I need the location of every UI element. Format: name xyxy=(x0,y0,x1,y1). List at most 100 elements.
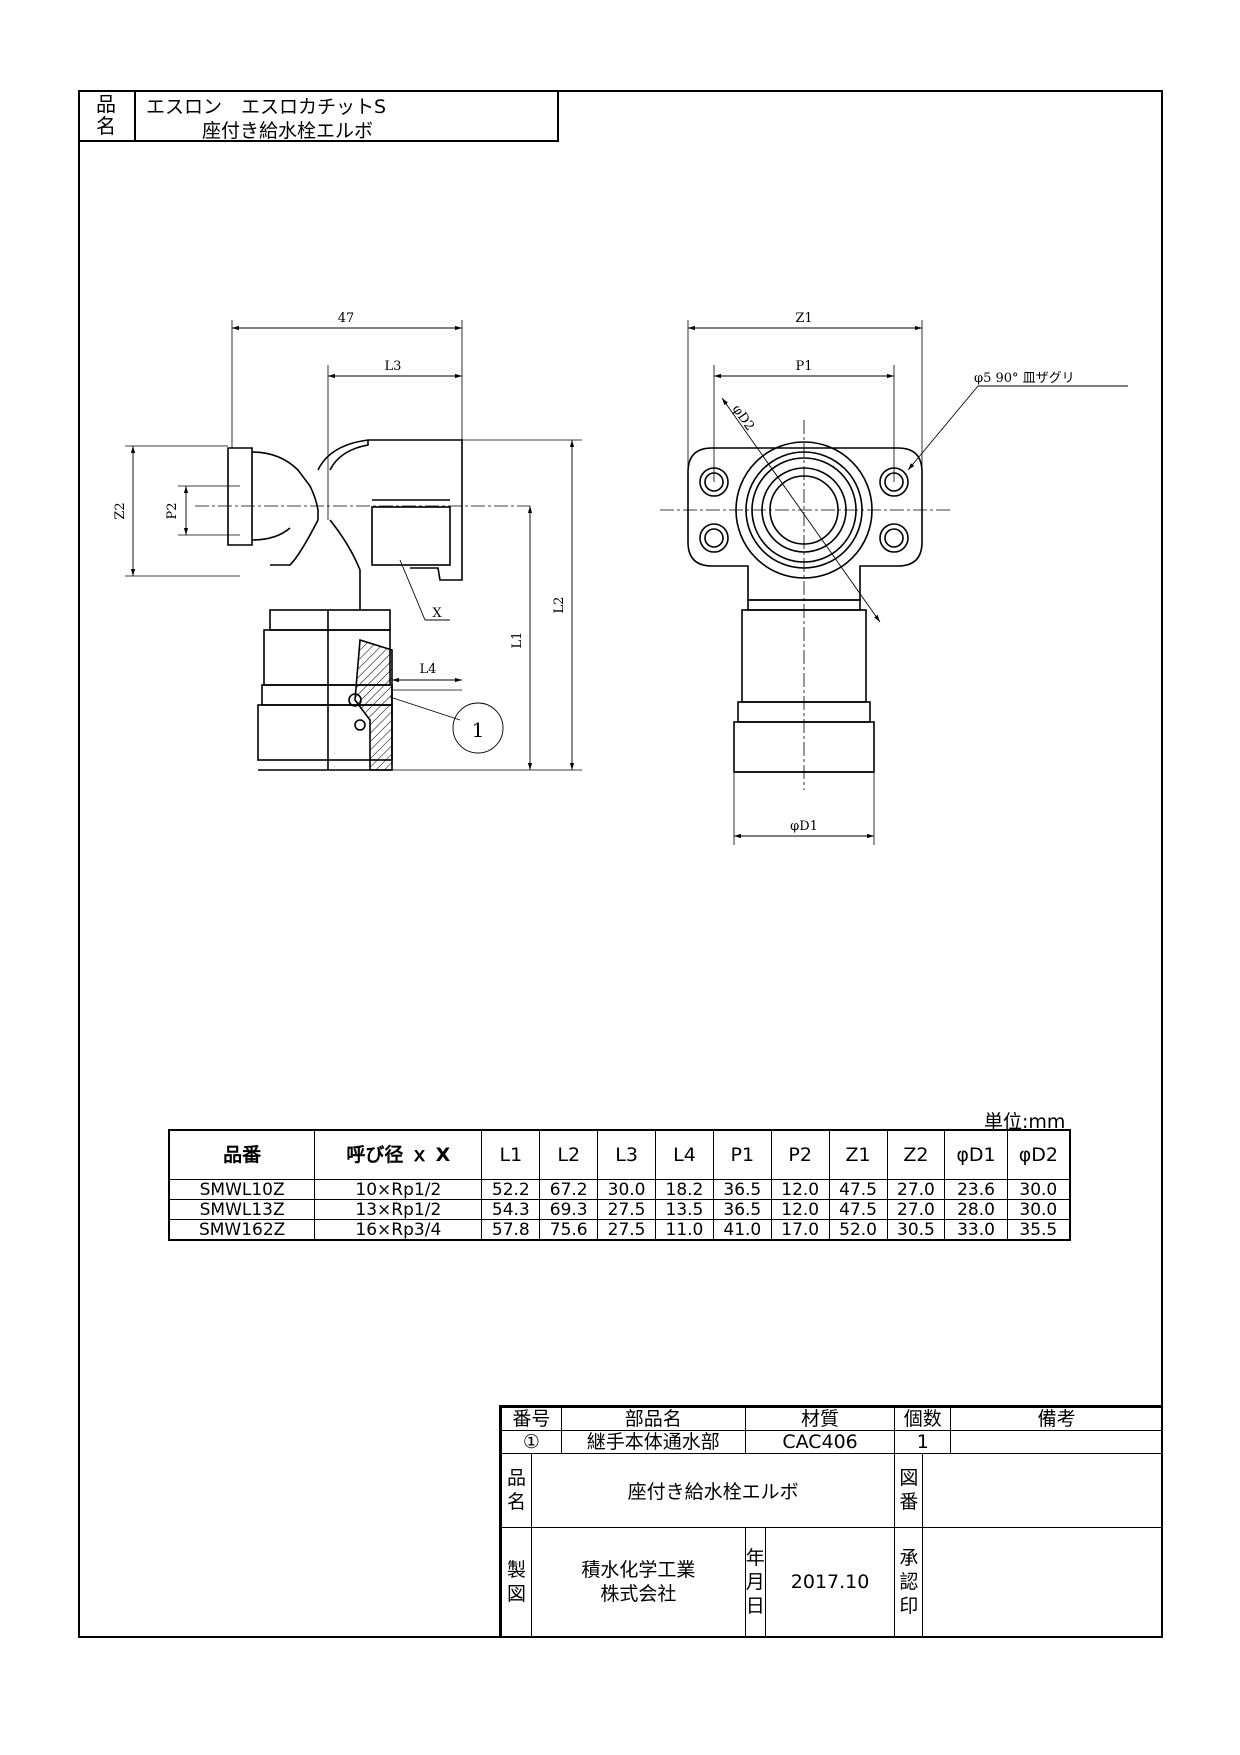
parts-header-row: 番号 部品名 材質 個数 備考 xyxy=(501,1407,1163,1431)
table-row: SMWL10Z 10×Rp1/2 52.2 67.2 30.0 18.2 36.… xyxy=(168,1179,1071,1200)
dim-z1-label: Z1 xyxy=(795,311,812,326)
dim-l1-label: L1 xyxy=(510,632,525,649)
table-row: SMW162Z 16×Rp3/4 57.8 75.6 27.5 11.0 41.… xyxy=(168,1219,1071,1241)
parts-cell xyxy=(950,1430,1163,1454)
spec-header-cell: L3 xyxy=(597,1129,657,1180)
product-name: 座付き給水栓エルボ xyxy=(530,1453,896,1528)
spec-cell: 27.0 xyxy=(886,1199,946,1220)
title-block: 品 名 エスロン エスロカチットS 座付き給水栓エルボ xyxy=(78,90,559,142)
dim-47-label: 47 xyxy=(338,311,355,326)
spec-cell: 30.0 xyxy=(1006,1199,1071,1220)
spec-cell: 10×Rp1/2 xyxy=(314,1179,483,1200)
parts-cell: CAC406 xyxy=(744,1430,896,1454)
spec-cell: 47.5 xyxy=(828,1199,888,1220)
side-view xyxy=(227,439,463,771)
dim-l2-label: L2 xyxy=(552,597,567,614)
spec-cell: 30.0 xyxy=(597,1179,657,1200)
spec-cell: 11.0 xyxy=(655,1219,714,1241)
spec-cell: 47.5 xyxy=(828,1179,888,1200)
dim-l4-label: L4 xyxy=(420,662,437,677)
parts-header-cell: 材質 xyxy=(744,1407,896,1431)
spec-cell: 75.6 xyxy=(539,1219,599,1241)
spec-cell: 36.5 xyxy=(712,1179,772,1200)
spec-cell: 67.2 xyxy=(539,1179,599,1200)
spec-table: 品番 呼び径 ｘ X L1 L2 L3 L4 P1 P2 Z1 Z2 φD1 φ… xyxy=(168,1129,1071,1241)
spec-cell: 27.5 xyxy=(597,1219,657,1241)
drawing-no-label: 図 番 xyxy=(894,1453,924,1528)
unit-label: 単位:mm xyxy=(984,1111,1066,1133)
spec-cell: 23.6 xyxy=(944,1179,1008,1200)
spec-header-cell: L2 xyxy=(539,1129,599,1180)
parts-cell: ① xyxy=(501,1430,562,1454)
spec-cell: 12.0 xyxy=(770,1199,830,1220)
spec-header-cell: Z1 xyxy=(828,1129,888,1180)
dim-d1-label: φD1 xyxy=(790,819,818,834)
dim-p2-label: P2 xyxy=(165,502,180,519)
front-view xyxy=(687,441,923,773)
spec-cell: 28.0 xyxy=(944,1199,1008,1220)
dim-l3-label: L3 xyxy=(385,359,402,374)
spec-cell: 30.5 xyxy=(886,1219,946,1241)
spec-header-cell: P1 xyxy=(712,1129,772,1180)
spec-cell: 52.0 xyxy=(828,1219,888,1241)
callout-1-label: 1 xyxy=(472,718,485,742)
approval-value xyxy=(922,1526,1163,1639)
spec-cell: 12.0 xyxy=(770,1179,830,1200)
spec-cell: 27.0 xyxy=(886,1179,946,1200)
spec-cell: 36.5 xyxy=(712,1199,772,1220)
spec-cell: 27.5 xyxy=(597,1199,657,1220)
table-row: ① 継手本体通水部 CAC406 1 xyxy=(501,1430,1163,1454)
spec-cell: SMWL13Z xyxy=(168,1199,316,1220)
maker-name: 積水化学工業 株式会社 xyxy=(530,1526,746,1639)
parts-header-cell: 番号 xyxy=(501,1407,562,1431)
parts-cell: 継手本体通水部 xyxy=(560,1430,746,1454)
title-line-1: エスロン エスロカチットS xyxy=(146,96,387,118)
parts-header-cell: 個数 xyxy=(894,1407,952,1431)
spec-header-row: 品番 呼び径 ｘ X L1 L2 L3 L4 P1 P2 Z1 Z2 φD1 φ… xyxy=(168,1129,1071,1180)
spec-cell: 33.0 xyxy=(944,1219,1008,1241)
title-label: 品 名 xyxy=(78,90,136,140)
parts-header-cell: 部品名 xyxy=(560,1407,746,1431)
spec-cell: SMWL10Z xyxy=(168,1179,316,1200)
spec-cell: 13×Rp1/2 xyxy=(314,1199,483,1220)
parts-table: 番号 部品名 材質 個数 備考 ① 継手本体通水部 CAC406 1 品 名 座… xyxy=(499,1405,1163,1639)
date-value: 2017.10 xyxy=(764,1526,896,1639)
spec-cell: 17.0 xyxy=(770,1219,830,1241)
spec-cell: 13.5 xyxy=(655,1199,714,1220)
maker-label: 製 図 xyxy=(501,1526,532,1639)
spec-cell: 41.0 xyxy=(712,1219,772,1241)
drawing-no xyxy=(922,1453,1163,1528)
approval-label: 承 認 印 xyxy=(894,1526,924,1639)
spec-header-cell: 品番 xyxy=(168,1129,316,1180)
table-row: SMWL13Z 13×Rp1/2 54.3 69.3 27.5 13.5 36.… xyxy=(168,1199,1071,1220)
spec-header-cell: L4 xyxy=(655,1129,714,1180)
maker-row: 製 図 積水化学工業 株式会社 年 月 日 2017.10 承 認 印 xyxy=(501,1526,1163,1639)
spec-cell: 57.8 xyxy=(481,1219,541,1241)
spec-cell: 18.2 xyxy=(655,1179,714,1200)
spec-header-cell: Z2 xyxy=(886,1129,946,1180)
spec-cell: 35.5 xyxy=(1006,1219,1071,1241)
spec-cell: SMW162Z xyxy=(168,1219,316,1241)
spec-header-cell: φD1 xyxy=(944,1129,1008,1180)
dim-z2-label: Z2 xyxy=(113,502,128,519)
spec-header-cell: P2 xyxy=(770,1129,830,1180)
dim-d2-label: φD2 xyxy=(729,402,757,433)
parts-cell: 1 xyxy=(894,1430,952,1454)
product-name-row: 品 名 座付き給水栓エルボ 図 番 xyxy=(501,1453,1163,1528)
spec-header-cell: 呼び径 ｘ X xyxy=(314,1129,483,1180)
product-label: 品 名 xyxy=(501,1453,532,1528)
date-label: 年 月 日 xyxy=(744,1526,766,1639)
spec-cell: 52.2 xyxy=(481,1179,541,1200)
spec-cell: 69.3 xyxy=(539,1199,599,1220)
spec-cell: 16×Rp3/4 xyxy=(314,1219,483,1241)
spec-header-cell: L1 xyxy=(481,1129,541,1180)
dim-p1-label: P1 xyxy=(795,359,812,374)
spec-header-cell: φD2 xyxy=(1006,1129,1071,1180)
spec-cell: 54.3 xyxy=(481,1199,541,1220)
hole-note-label: φ5 90° 皿ザグリ xyxy=(974,371,1075,386)
spec-cell: 30.0 xyxy=(1006,1179,1071,1200)
title-line-2: 座付き給水栓エルボ xyxy=(202,120,374,142)
parts-header-cell: 備考 xyxy=(950,1407,1163,1431)
dim-x-label: X xyxy=(432,606,442,621)
